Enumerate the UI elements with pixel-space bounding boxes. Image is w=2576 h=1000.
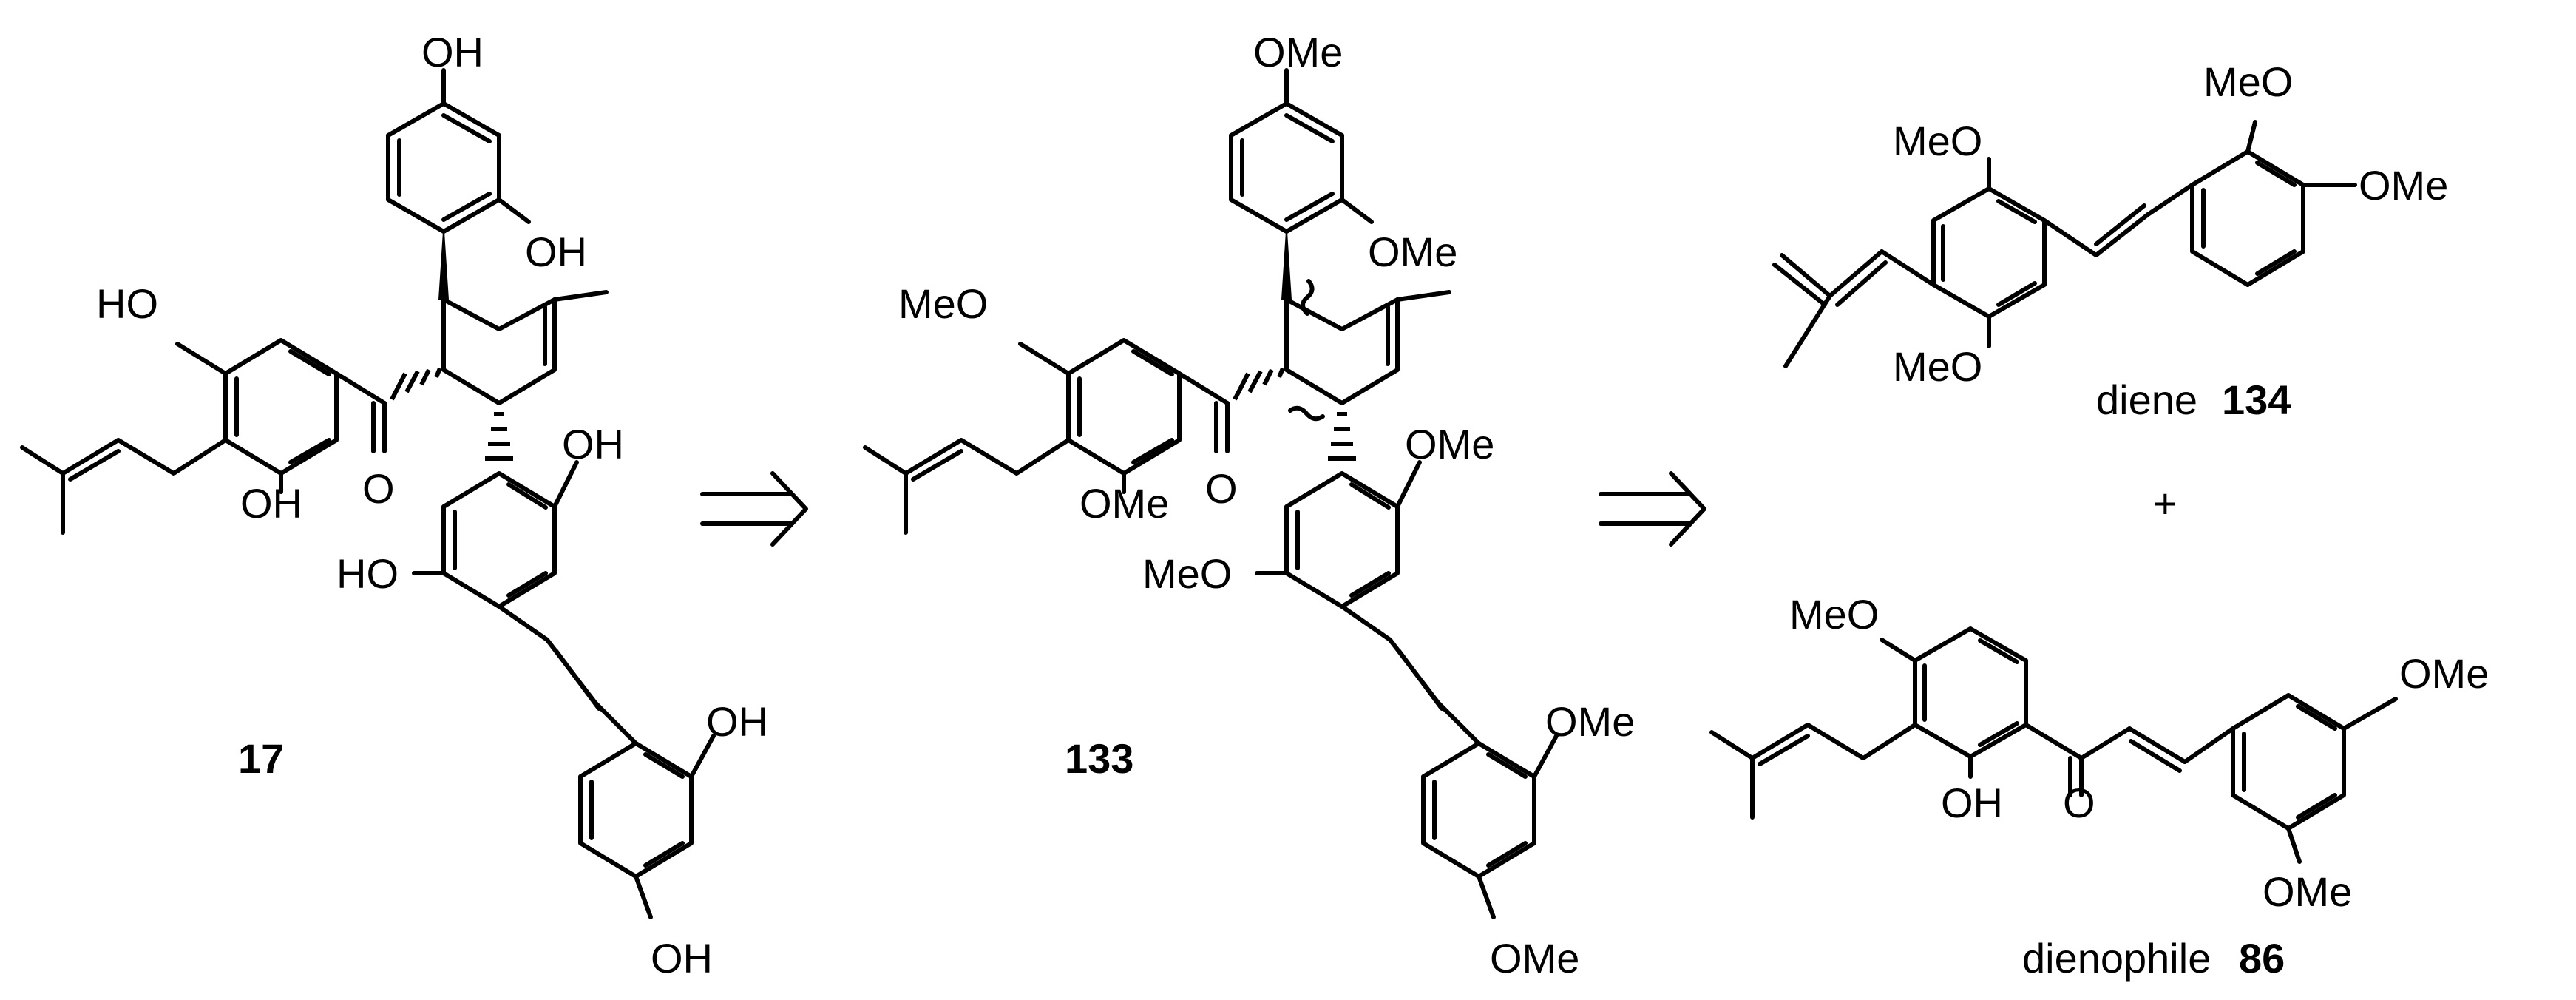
disconnection-mark <box>1301 279 1315 316</box>
oh-label: OH <box>562 421 624 467</box>
hashed-bond <box>1328 412 1356 461</box>
dienophile-86-structure: MeO OMe OH O OMe dienophile 86 <box>1709 591 2489 982</box>
compound-number-134: 134 <box>2222 376 2291 423</box>
wedge-bond <box>438 231 450 300</box>
retrosynthetic-arrow <box>1599 471 1706 547</box>
oh-label: OH <box>651 935 713 982</box>
oh-label: OH <box>421 29 484 75</box>
compound-number-133: 133 <box>1065 735 1133 782</box>
ome-label: OMe <box>1545 698 1635 745</box>
hashed-bond <box>485 412 513 461</box>
compound-133-structure: OMe OMe MeO OMe O OMe MeO OMe OMe 133 <box>863 29 1635 982</box>
ome-label: OMe <box>1405 421 1494 467</box>
meo-label: MeO <box>1142 550 1232 597</box>
ome-label: OMe <box>1490 935 1579 982</box>
meo-label: MeO <box>898 280 988 327</box>
carbonyl-o-label: O <box>362 465 395 512</box>
meo-label: MeO <box>1893 343 1982 390</box>
ome-label: OMe <box>1079 480 1169 527</box>
oh-label: OH <box>1941 780 2003 826</box>
carbonyl-o-label: O <box>1205 465 1238 512</box>
retrosynthetic-arrow <box>700 471 808 547</box>
plus-sign: + <box>2153 480 2177 527</box>
ome-label: OMe <box>1368 229 1457 275</box>
meo-label: MeO <box>2203 58 2293 105</box>
disconnection-mark <box>1288 405 1325 422</box>
oh-label: OH <box>706 698 768 745</box>
ho-label: HO <box>96 280 158 327</box>
ome-label: OMe <box>2263 868 2352 915</box>
ho-label: HO <box>336 550 399 597</box>
hashed-bond <box>390 367 442 401</box>
ome-label: OMe <box>2399 650 2489 697</box>
compound-17-structure: OH OH HO OH O OH HO OH OH 17 <box>20 29 768 982</box>
carbonyl-o-label: O <box>2063 780 2095 826</box>
ome-label: OMe <box>2359 162 2448 209</box>
compound-number-17: 17 <box>238 735 284 782</box>
compound-number-86: 86 <box>2239 935 2285 982</box>
diene-134-structure: MeO OMe MeO MeO diene 134 <box>1772 58 2448 423</box>
hashed-bond <box>1233 367 1285 401</box>
compound-label-prefix: dienophile <box>2022 935 2211 982</box>
compound-label-prefix: diene <box>2096 376 2197 423</box>
meo-label: MeO <box>1893 118 1982 164</box>
oh-label: OH <box>240 480 302 527</box>
wedge-bond <box>1281 231 1292 300</box>
oh-label: OH <box>525 229 587 275</box>
ome-label: OMe <box>1253 29 1343 75</box>
meo-label: MeO <box>1789 591 1879 638</box>
